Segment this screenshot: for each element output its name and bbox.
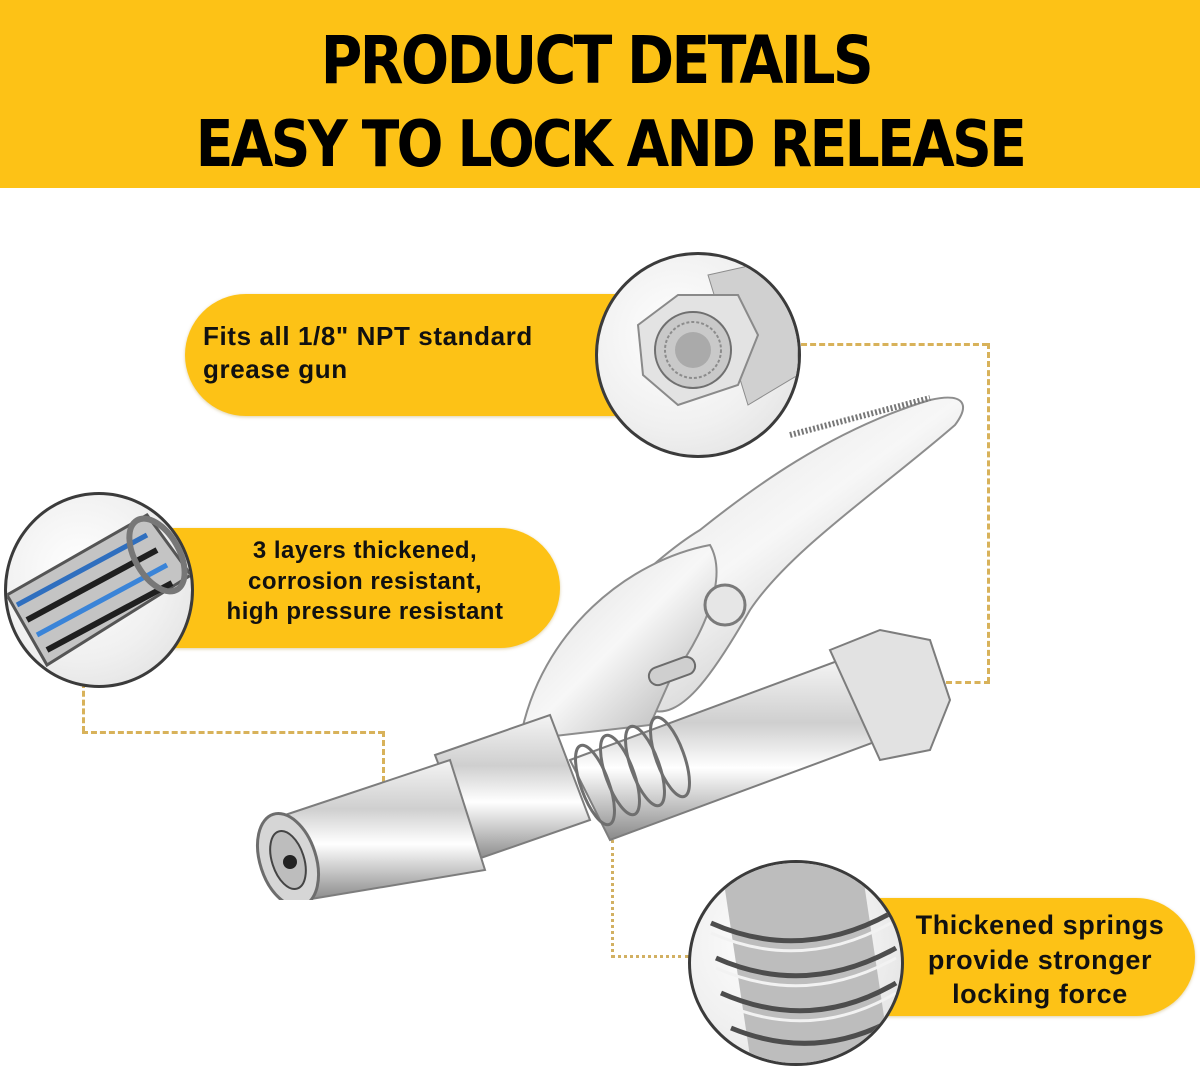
connector-line-springs bbox=[611, 840, 614, 958]
callout-npt-fitting: Fits all 1/8" NPT standard grease gun bbox=[185, 294, 635, 416]
callout-text-line: Thickened springs bbox=[915, 910, 1165, 940]
callout-text-line: Fits all 1/8" NPT standard bbox=[203, 321, 533, 351]
detail-circle-hex-fitting bbox=[595, 252, 801, 458]
callout-text-line: corrosion resistant, bbox=[247, 567, 483, 595]
connector-line-npt bbox=[987, 343, 990, 683]
connector-line-springs bbox=[611, 955, 689, 958]
page-title: PRODUCT DETAILS bbox=[320, 22, 874, 99]
connector-line-layers bbox=[382, 731, 385, 791]
header-banner: PRODUCT DETAILS EASY TO LOCK AND RELEASE bbox=[0, 0, 1200, 188]
connector-line-layers bbox=[82, 682, 85, 732]
detail-circle-cross-section bbox=[4, 492, 194, 688]
page-subtitle: EASY TO LOCK AND RELEASE bbox=[195, 108, 1027, 182]
grease-coupler-image bbox=[256, 395, 964, 900]
callout-text-line: 3 layers thickened, bbox=[252, 537, 478, 564]
hex-nut-icon bbox=[636, 255, 798, 407]
cross-section-icon bbox=[7, 513, 191, 668]
connector-line-npt bbox=[792, 343, 988, 346]
callout-text-line: high pressure resistant bbox=[226, 598, 504, 626]
callout-text-line: locking force bbox=[952, 979, 1128, 1010]
detail-circle-spring bbox=[688, 860, 904, 1066]
spring-icon bbox=[709, 863, 898, 1063]
callout-layers: 3 layers thickened, corrosion resistant,… bbox=[150, 528, 560, 648]
callout-text-line: grease gun bbox=[203, 354, 348, 385]
connector-line-layers bbox=[82, 731, 384, 734]
connector-line-npt bbox=[946, 681, 990, 684]
callout-springs: Thickened springs provide stronger locki… bbox=[870, 898, 1195, 1016]
callout-text-line: provide stronger bbox=[927, 944, 1153, 975]
